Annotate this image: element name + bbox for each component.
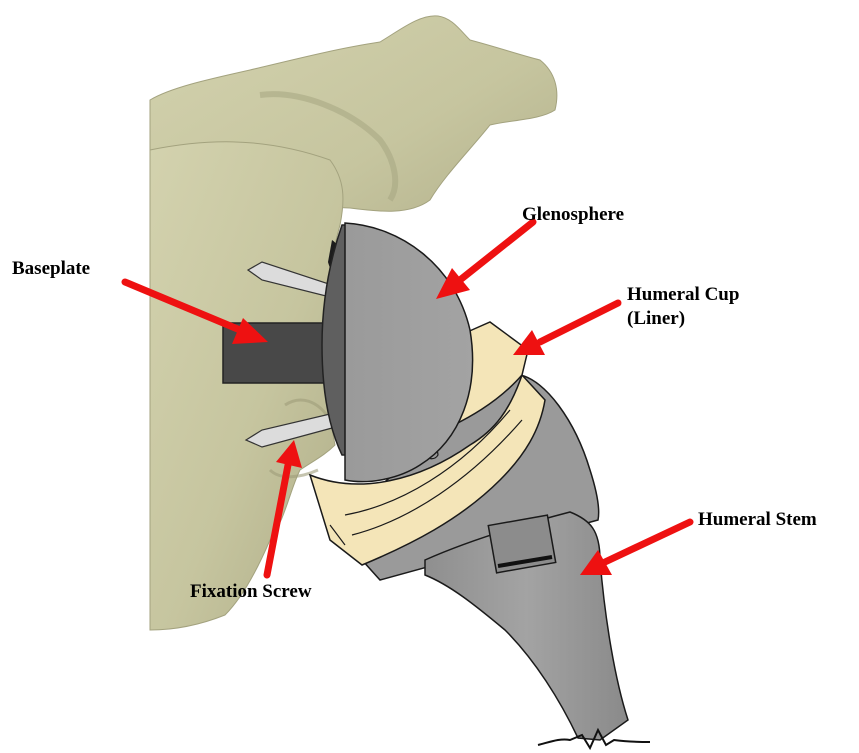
- label-humeral-cup-line1: Humeral Cup: [627, 283, 739, 307]
- label-fixation-screw: Fixation Screw: [190, 580, 312, 604]
- label-baseplate-text: Baseplate: [12, 257, 90, 281]
- label-glenosphere: Glenosphere: [522, 203, 624, 227]
- label-baseplate: Baseplate: [12, 257, 90, 281]
- scapula-body: [150, 142, 343, 630]
- label-humeral-cup-line2: (Liner): [627, 307, 739, 331]
- label-humeral-cup: Humeral Cup (Liner): [627, 283, 739, 331]
- label-humeral-stem: Humeral Stem: [698, 508, 817, 532]
- arrow-humeral-cup: [513, 303, 618, 355]
- label-humeral-stem-text: Humeral Stem: [698, 508, 817, 532]
- label-fixation-screw-text: Fixation Screw: [190, 580, 312, 604]
- label-glenosphere-text: Glenosphere: [522, 203, 624, 227]
- arrow-glenosphere: [436, 222, 533, 299]
